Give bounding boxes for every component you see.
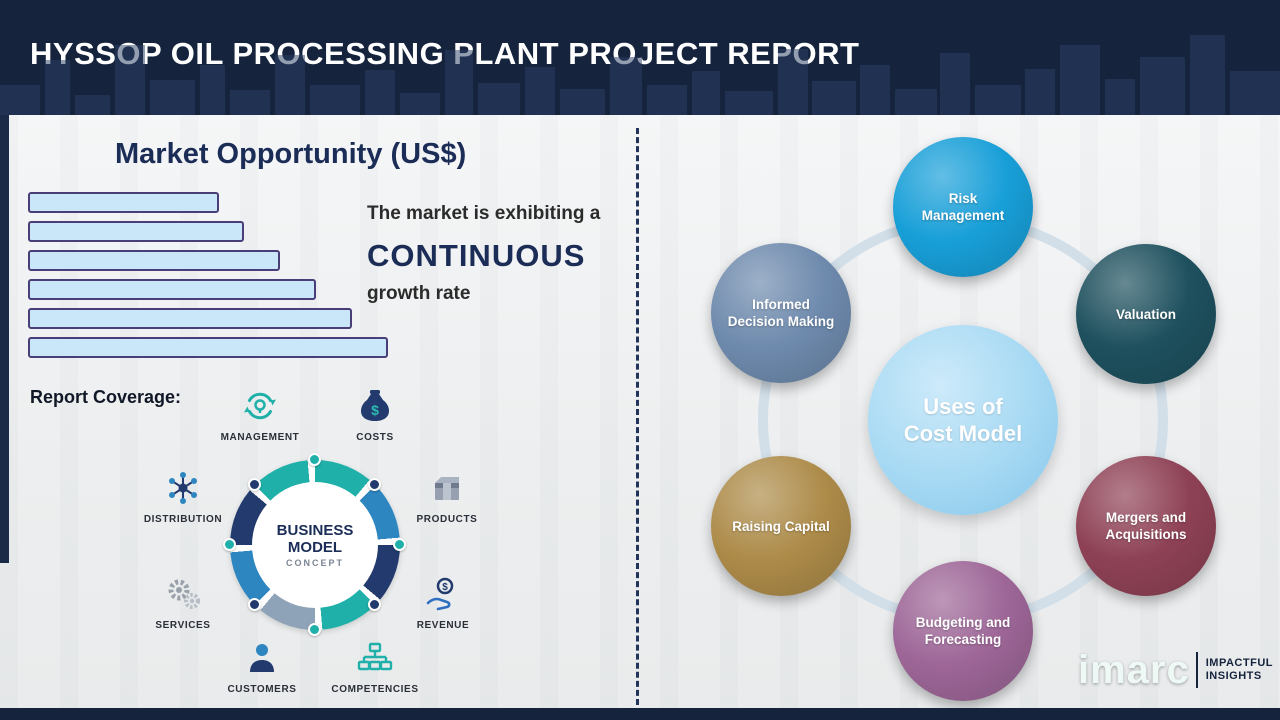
management-recycle-icon xyxy=(242,388,278,424)
imarc-tagline: IMPACTFUL INSIGHTS xyxy=(1206,657,1273,683)
coverage-item-label: REVENUE xyxy=(416,620,470,631)
ring-node xyxy=(368,598,381,611)
logo-divider xyxy=(1195,652,1198,688)
satellite-valuation: Valuation xyxy=(1076,244,1216,384)
city-skyline-graphic xyxy=(0,35,1280,115)
imarc-logo-text: imarc xyxy=(1078,648,1190,692)
coverage-item-label: CUSTOMERS xyxy=(227,684,297,695)
svg-text:$: $ xyxy=(442,582,448,593)
satellite-budgeting-forecasting: Budgeting and Forecasting xyxy=(893,561,1033,701)
ring-node xyxy=(308,623,321,636)
ring-node xyxy=(393,538,406,551)
satellite-label: Raising Capital xyxy=(732,518,830,534)
satellite-label: Informed Decision Making xyxy=(727,297,835,329)
bm-center-line1: BUSINESS xyxy=(276,522,354,539)
dashed-divider xyxy=(636,128,639,705)
money-bag-icon: $ xyxy=(357,388,393,424)
tagline-line2: INSIGHTS xyxy=(1205,670,1262,682)
report-coverage-label: Report Coverage: xyxy=(30,387,182,407)
coverage-item-label: COMPETENCIES xyxy=(331,684,419,695)
svg-text:$: $ xyxy=(371,402,379,418)
bm-center-line2: MODEL xyxy=(287,539,343,556)
imarc-logo: imarc IMPACTFUL INSIGHTS xyxy=(1078,650,1273,690)
coverage-item-services: SERVICES xyxy=(135,576,231,631)
market-bar xyxy=(28,250,280,271)
coverage-item-competencies: COMPETENCIES xyxy=(327,640,423,695)
satellite-label: Risk Management xyxy=(921,191,1005,223)
business-model-center: BUSINESS MODEL CONCEPT xyxy=(254,484,376,606)
coverage-item-label: PRODUCTS xyxy=(416,514,478,525)
tagline-line1: IMPACTFUL xyxy=(1205,657,1273,669)
left-accent-strip xyxy=(0,115,9,563)
cost-model-hub: Uses of Cost Model xyxy=(868,325,1058,515)
network-icon xyxy=(165,470,201,506)
ring-node xyxy=(248,598,261,611)
satellite-mergers-acquisitions: Mergers and Acquisitions xyxy=(1076,456,1216,596)
ring-node xyxy=(248,478,261,491)
coverage-item-products: PRODUCTS xyxy=(399,470,495,525)
coverage-item-label: MANAGEMENT xyxy=(220,432,300,443)
ring-node xyxy=(308,453,321,466)
footer-bar xyxy=(0,708,1280,720)
header-banner: HYSSOP OIL PROCESSING PLANT PROJECT REPO… xyxy=(0,0,1280,115)
coverage-item-label: DISTRIBUTION xyxy=(143,514,223,525)
market-bar xyxy=(28,192,219,213)
growth-highlight: CONTINUOUS xyxy=(367,238,586,273)
person-icon xyxy=(244,640,280,676)
market-title: Market Opportunity (US$) xyxy=(115,138,467,170)
growth-suffix: growth rate xyxy=(367,283,471,304)
satellite-label: Valuation xyxy=(1115,306,1176,322)
coverage-item-distribution: DISTRIBUTION xyxy=(135,470,231,525)
satellite-label: Budgeting and Forecasting xyxy=(915,615,1011,647)
hand-coin-icon: $ xyxy=(425,576,461,612)
coverage-item-revenue: $ REVENUE xyxy=(395,576,491,631)
coverage-item-label: COSTS xyxy=(356,432,394,443)
market-bar xyxy=(28,221,244,242)
page-title: HYSSOP OIL PROCESSING PLANT PROJECT REPO… xyxy=(30,36,860,71)
coverage-item-customers: CUSTOMERS xyxy=(214,640,310,695)
coverage-item-management: MANAGEMENT xyxy=(212,388,308,443)
satellite-label: Mergers and Acquisitions xyxy=(1105,510,1187,542)
ring-node xyxy=(223,538,236,551)
business-model-diagram: BUSINESS MODEL CONCEPT xyxy=(223,453,406,636)
market-bar xyxy=(28,279,316,300)
hub-label: Uses of Cost Model xyxy=(903,394,1023,446)
gears-icon xyxy=(165,576,201,612)
ring-node xyxy=(368,478,381,491)
org-chart-icon xyxy=(357,640,393,676)
market-bar xyxy=(28,308,352,329)
bm-center-line3: CONCEPT xyxy=(285,558,344,568)
coverage-item-costs: $ COSTS xyxy=(327,388,423,443)
satellite-raising-capital: Raising Capital xyxy=(711,456,851,596)
market-bar xyxy=(28,337,388,358)
satellite-informed-decision-making: Informed Decision Making xyxy=(711,243,851,383)
coverage-item-label: SERVICES xyxy=(155,620,211,631)
satellite-risk-management: Risk Management xyxy=(893,137,1033,277)
growth-prefix: The market is exhibiting a xyxy=(367,203,601,224)
box-icon xyxy=(429,470,465,506)
market-bar-chart xyxy=(28,192,428,366)
